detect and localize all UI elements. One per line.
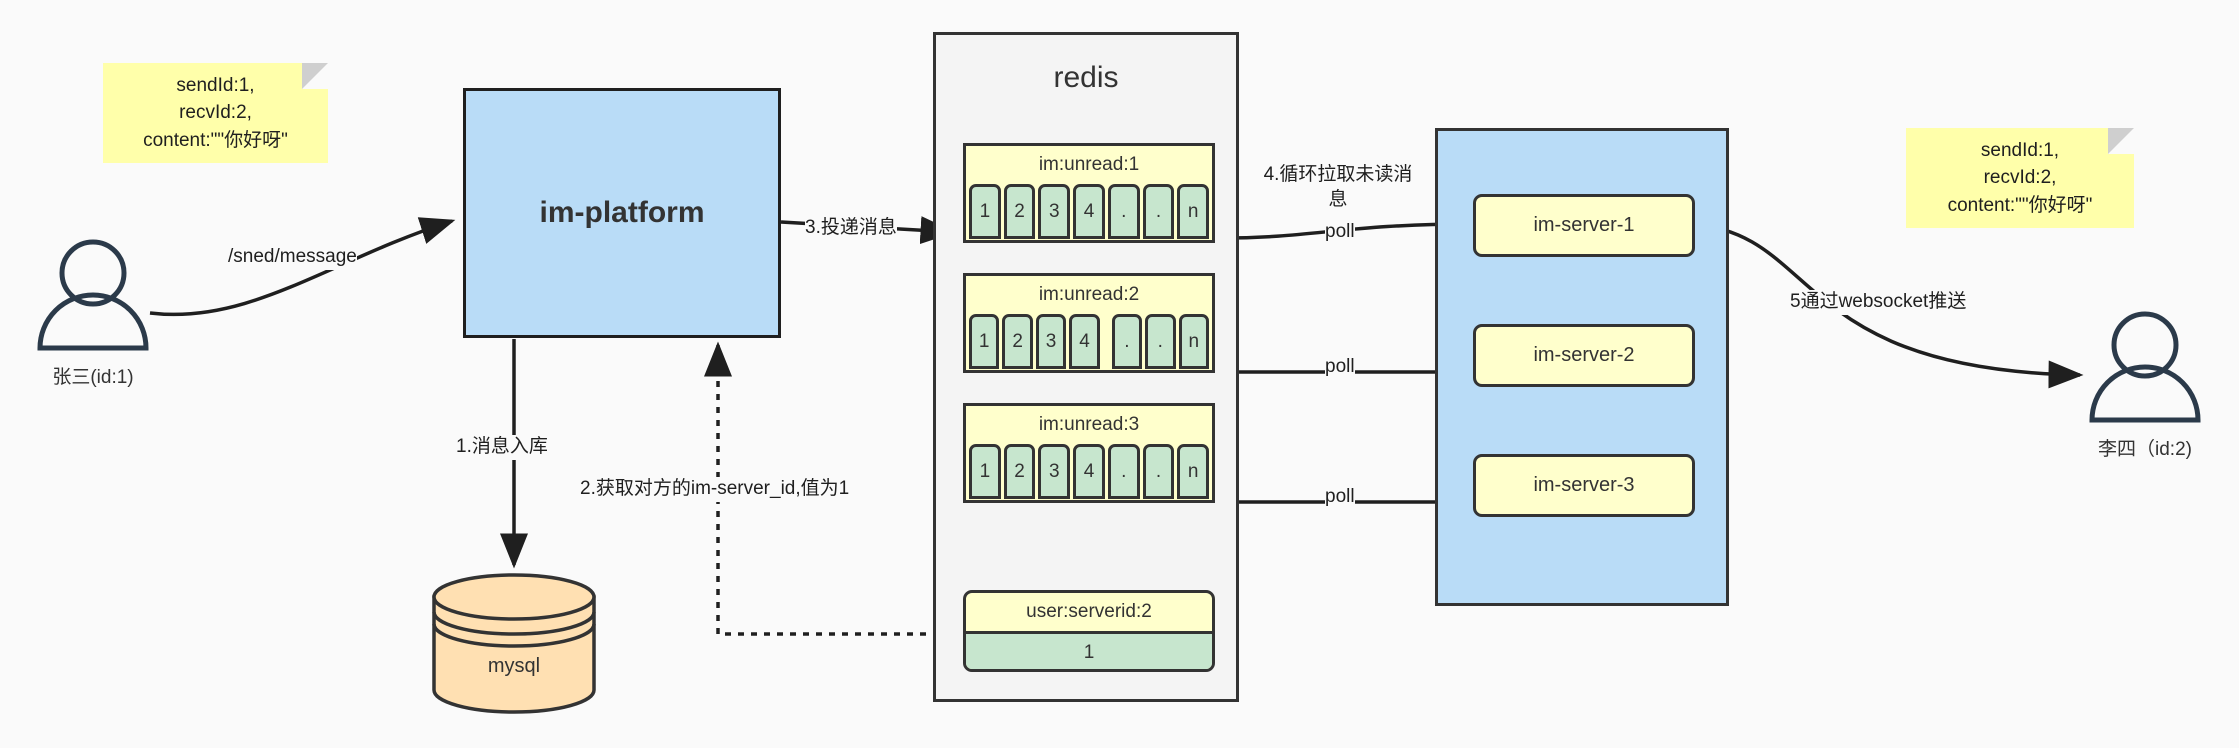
redis-cell: 3 [1035, 314, 1067, 369]
edge-label-poll-2: poll [1325, 355, 1355, 380]
edge-label-step4: 4.循环拉取未读消 息 [1258, 163, 1418, 213]
redis-list-cells: 1 2 3 4 . . n [966, 444, 1212, 502]
edge-label-step5: 5通过websocket推送 [1790, 290, 1967, 315]
redis-cell: 4 [1073, 184, 1105, 239]
im-server-3-box[interactable]: im-server-3 [1473, 454, 1695, 517]
im-platform-box[interactable]: im-platform [463, 88, 781, 338]
redis-cell: 4 [1073, 444, 1105, 499]
redis-cell: 2 [1003, 444, 1036, 499]
redis-list-im-unread-3[interactable]: im:unread:3 1 2 3 4 . . n [963, 403, 1215, 503]
im-server-2-box[interactable]: im-server-2 [1473, 324, 1695, 387]
im-server-cluster: im-server-1 im-server-2 im-server-3 [1435, 128, 1729, 606]
redis-list-key: im:unread:3 [966, 406, 1212, 444]
redis-cell: n [1177, 184, 1210, 239]
redis-kv-key: user:serverid:2 [966, 593, 1212, 634]
redis-cell: . [1111, 314, 1143, 369]
redis-list-key: im:unread:2 [966, 276, 1212, 314]
sender-actor-label: 张三(id:1) [52, 367, 134, 388]
redis-cell: . [1142, 444, 1175, 499]
redis-list-im-unread-2[interactable]: im:unread:2 1 2 3 4 . . n [963, 273, 1215, 373]
redis-container: redis im:unread:1 1 2 3 4 . . n im:unrea… [933, 32, 1239, 702]
edge-label-poll-1: poll [1325, 220, 1355, 245]
edge-label-poll-3: poll [1325, 485, 1355, 510]
redis-kv-value: 1 [966, 634, 1212, 669]
redis-cell: . [1107, 444, 1140, 499]
edge-label-step2: 2.获取对方的im-server_id,值为1 [580, 477, 850, 502]
redis-cell: 4 [1069, 314, 1100, 369]
redis-list-cells: 1 2 3 4 . . n [966, 184, 1212, 242]
sender-actor-icon [37, 239, 149, 351]
receiver-actor-label: 李四（id:2) [2098, 439, 2192, 460]
redis-cell: 1 [969, 314, 1000, 369]
redis-cell: 3 [1038, 184, 1071, 239]
redis-cell: 2 [1003, 184, 1036, 239]
note-right: sendId:1, recvId:2, content:""你好呀" [1906, 128, 2134, 228]
redis-list-im-unread-1[interactable]: im:unread:1 1 2 3 4 . . n [963, 143, 1215, 243]
redis-cell: 3 [1038, 444, 1071, 499]
redis-cell: 2 [1002, 314, 1033, 369]
redis-cell: n [1177, 444, 1210, 499]
receiver-actor-icon [2089, 311, 2201, 423]
edge-label-step1: 1.消息入库 [456, 435, 548, 460]
redis-list-cells: 1 2 3 4 . . n [966, 314, 1212, 372]
edge-label-send-message: /sned/message [228, 245, 357, 270]
redis-kv-user-serverid[interactable]: user:serverid:2 1 [963, 590, 1215, 672]
redis-cell: . [1142, 184, 1175, 239]
redis-list-key: im:unread:1 [966, 146, 1212, 184]
mysql-cylinder-icon [432, 573, 596, 714]
redis-cell: 1 [969, 184, 1001, 239]
redis-title: redis [1053, 61, 1119, 94]
redis-cell: n [1178, 314, 1209, 369]
redis-cell: . [1145, 314, 1176, 369]
redis-cell: . [1107, 184, 1140, 239]
redis-cell: 1 [969, 444, 1001, 499]
im-server-1-box[interactable]: im-server-1 [1473, 194, 1695, 257]
mysql-label: mysql [487, 655, 541, 677]
note-left: sendId:1, recvId:2, content:""你好呀" [103, 63, 328, 163]
edge-label-step3: 3.投递消息 [805, 216, 897, 241]
